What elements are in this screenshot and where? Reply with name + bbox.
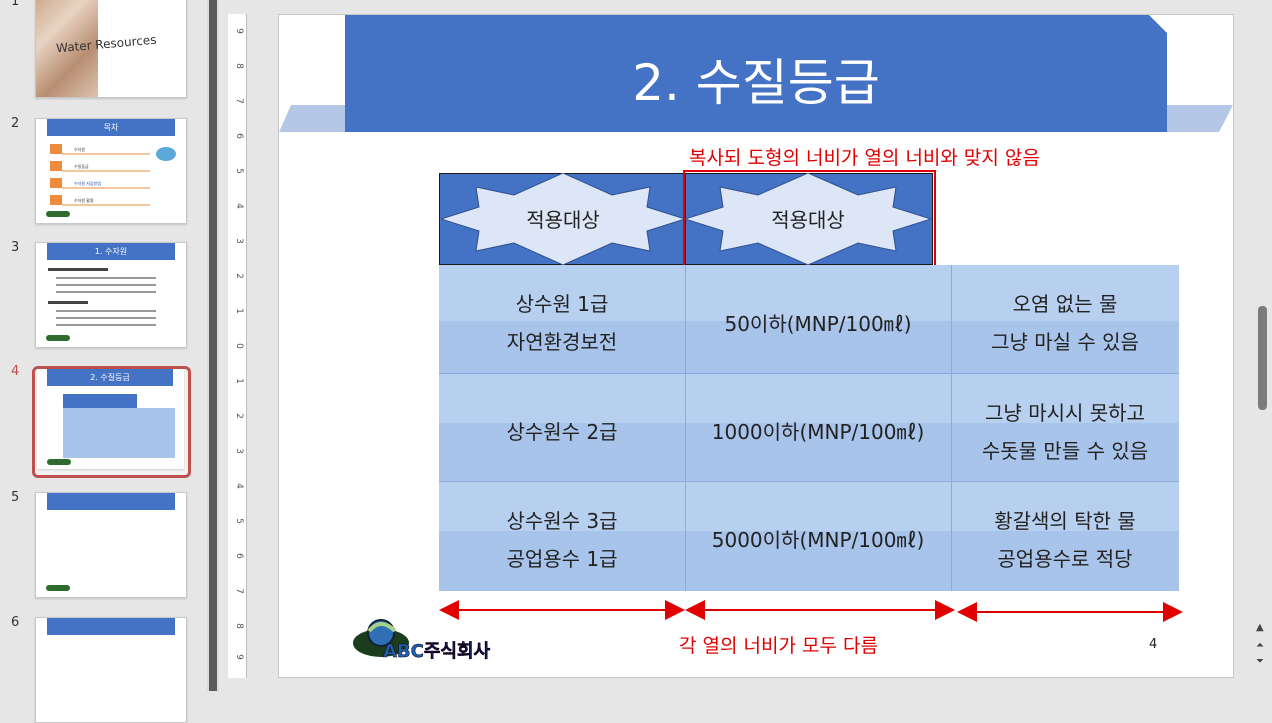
thumbnail-number-5: 5 (11, 490, 20, 505)
thumbnail-number-3: 3 (11, 240, 20, 255)
thumbnail-title (47, 618, 175, 635)
slide-thumbnail-1[interactable]: Water Resources (35, 0, 187, 98)
page-number: 4 (1149, 637, 1158, 652)
logo-icon (46, 335, 70, 341)
slide-thumbnail-3[interactable]: 1. 수자원 (35, 242, 187, 348)
table-cell: 그냥 마실 수 있음 (991, 330, 1139, 354)
logo-icon (47, 459, 71, 465)
table-cell: 황갈색의 탁한 물 (994, 509, 1136, 533)
bullet-icon (50, 144, 62, 154)
table-cell: 공업용수로 적당 (997, 547, 1133, 571)
previous-slide-icon[interactable]: ⏶ (1256, 640, 1264, 651)
thumbnail-number-2: 2 (11, 116, 20, 131)
globe-icon (156, 147, 176, 161)
slide-thumbnail-5[interactable] (35, 492, 187, 598)
slide-title[interactable]: 2. 수질등급 (632, 54, 880, 112)
bullet-icon (50, 161, 62, 171)
thumbnail-title: 2. 수질등급 (47, 369, 173, 386)
next-slide-icon[interactable]: ⏷ (1256, 656, 1264, 667)
table-cell: 자연환경보전 (506, 330, 618, 354)
table-cell: 수돗물 만들 수 있음 (981, 439, 1149, 463)
annotation-bottom[interactable]: 각 열의 너비가 모두 다름 (679, 635, 878, 657)
thumbnail-title: 목차 (47, 119, 175, 136)
logo-icon (46, 211, 70, 217)
bullet-icon (50, 195, 62, 205)
water-photo-image (36, 0, 98, 97)
table-cell: 5000이하(MNP/100㎖) (711, 528, 925, 552)
thumbnail-number-6: 6 (11, 615, 20, 630)
vertical-ruler: 9 8 7 6 5 4 3 2 1 0 1 2 3 4 5 6 7 8 9 (228, 14, 247, 678)
thumbnail-title: 1. 수자원 (47, 243, 175, 260)
bullet-icon (50, 178, 62, 188)
table-cell: 50이하(MNP/100㎖) (724, 312, 912, 336)
table-cell: 오염 없는 물 (1012, 292, 1118, 316)
slide-thumbnail-pane: 1 Water Resources 2 목차 수자원 수질등급 수자원 저감방법… (0, 0, 210, 723)
thumbnail-number-1: 1 (11, 0, 20, 9)
star-shape-2[interactable] (685, 173, 931, 265)
thumbnail-number-4: 4 (11, 364, 20, 379)
slide-thumbnail-6[interactable] (35, 617, 187, 723)
scroll-up-icon[interactable]: ▲ (1256, 622, 1264, 633)
pane-splitter-grip[interactable] (209, 0, 217, 691)
company-logo-text: ABC주식회사 (383, 641, 491, 663)
table-cell: 1000이하(MNP/100㎖) (711, 420, 925, 444)
slide-thumbnail-4[interactable]: 2. 수질등급 (37, 369, 184, 469)
star-shape-1[interactable] (441, 173, 685, 265)
title-banner (279, 15, 1233, 132)
thumbnail-title (47, 493, 175, 510)
table-cell: 그냥 마시시 못하고 (985, 401, 1145, 425)
slide-canvas[interactable]: 2. 수질등급 복사되 도형의 너비가 열의 너비와 맞지 않음 적용대상 적용… (278, 14, 1234, 678)
table-cell: 상수원수 2급 (506, 420, 618, 444)
column-width-arrows (439, 600, 1183, 622)
logo-icon (46, 585, 70, 591)
annotation-top[interactable]: 복사되 도형의 너비가 열의 너비와 맞지 않음 (689, 147, 1040, 169)
star-shape-1-label: 적용대상 (526, 208, 600, 232)
table-cell: 공업용수 1급 (506, 547, 618, 571)
company-logo-icon (353, 619, 409, 657)
star-shape-2-label: 적용대상 (771, 208, 845, 232)
table-cell: 상수원수 3급 (506, 509, 618, 533)
table-cell: 상수원 1급 (515, 292, 609, 316)
scrollbar-thumb[interactable] (1258, 306, 1267, 410)
selection-highlight-box (683, 170, 936, 271)
slide-thumbnail-2[interactable]: 목차 수자원 수질등급 수자원 저감방법 수자원 활용 (35, 118, 187, 224)
